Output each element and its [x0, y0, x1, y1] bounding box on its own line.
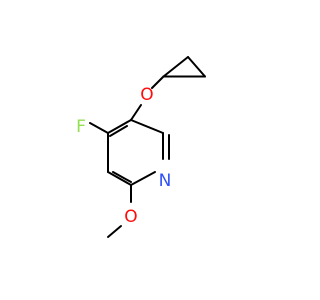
atom-f: F [76, 117, 86, 137]
bond-c5-o [130, 104, 142, 121]
atom-o-ether: O [140, 85, 153, 105]
molecule-structure: O F N O [76, 56, 206, 238]
bond-c5-c4 [107, 119, 132, 134]
bond-c3-c2 [107, 171, 132, 186]
atom-n: N [159, 171, 172, 191]
bond-o-cyclopropyl [151, 75, 165, 89]
bond-cyclopropyl-1 [162, 56, 189, 78]
bond-c6-c5 [130, 119, 164, 134]
bond-cyclopropyl-2 [187, 56, 206, 78]
bond-c4-f [89, 122, 109, 134]
bond-o-ch3 [107, 225, 122, 238]
structure-canvas: O F N O [76, 56, 206, 238]
bond-c2-n [130, 171, 156, 186]
atom-o-methoxy: O [124, 207, 137, 227]
bond-c3-c2-double [112, 171, 132, 183]
bond-c4-c4-double [109, 125, 128, 137]
